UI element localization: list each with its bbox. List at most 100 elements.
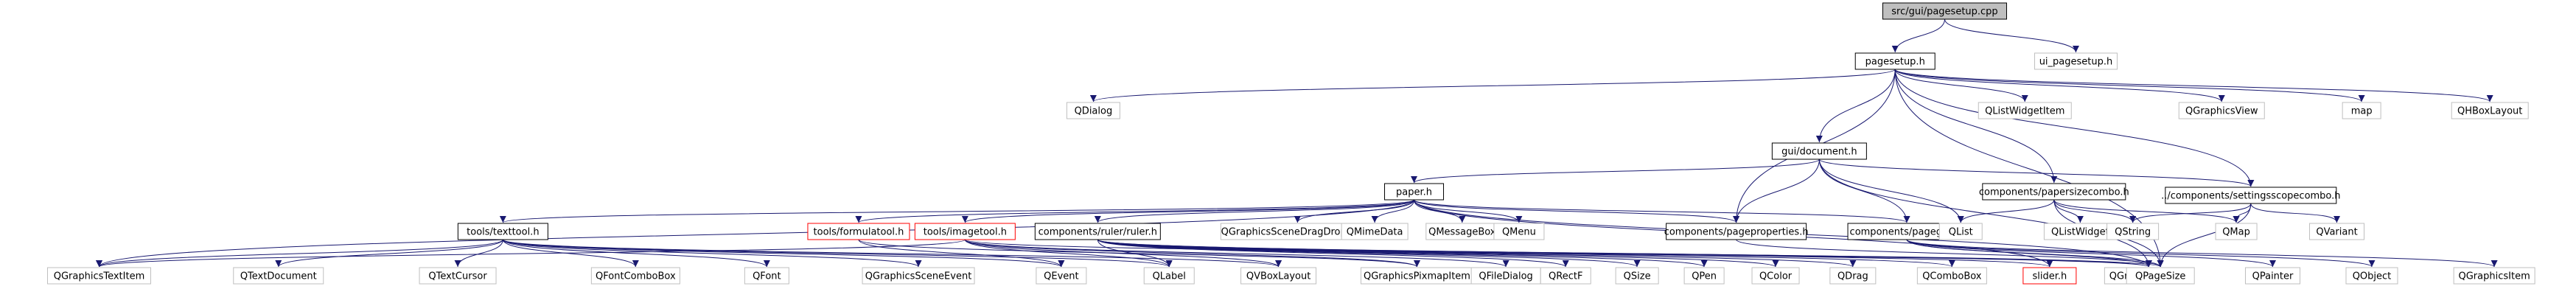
node-label: tools/texttool.h <box>467 227 539 238</box>
edge-src-gui-pagesetup-cpp-to-pagesetup-h <box>1891 18 1945 53</box>
node-label: QHBoxLayout <box>2457 106 2522 117</box>
edge-tools-texttool-h-to-qtextdocument <box>275 239 503 268</box>
node-qgraphicsview: QGraphicsView <box>2178 102 2265 119</box>
node-components-settingsscopecombo-h[interactable]: ../components/settingsscopecombo.h <box>2161 187 2341 204</box>
node-label: QMimeData <box>1347 227 1403 238</box>
edge-tools-imagetool-h-to-qlabel <box>964 239 1173 268</box>
node-box <box>1882 2 2007 20</box>
edge-paper-h-to-qmessagebox <box>1414 199 1466 223</box>
node-box <box>2034 52 2118 70</box>
edge-components-ruler-ruler-h-to-qlabel <box>1097 239 1173 268</box>
node-label: QGraphicsItem <box>2459 271 2530 282</box>
node-box <box>1683 267 1725 285</box>
node-qgraphicssceneevent: QGraphicsSceneEvent <box>862 267 975 285</box>
edge-tools-texttool-h-to-qgraphicstextitem <box>96 239 503 268</box>
edge-paper-h-to-components-pagegrid-h <box>1414 199 1910 223</box>
node-label: slider.h <box>2032 271 2067 282</box>
node-label: components/ruler/ruler.h <box>1039 227 1157 238</box>
node-label: QVariant <box>2316 227 2357 238</box>
node-box <box>2215 223 2258 240</box>
node-label: QMessageBox <box>1428 227 1496 238</box>
node-label: QPen <box>1692 271 1717 282</box>
edge-components-pagegrid-h-to-qobject <box>1906 239 2376 268</box>
node-qfont: QFont <box>744 267 789 285</box>
node-box <box>914 223 1016 240</box>
node-box <box>1666 223 1807 240</box>
node-box <box>46 267 151 285</box>
node-gui-document-h[interactable]: gui/document.h <box>1771 142 1867 160</box>
node-box <box>1034 223 1161 240</box>
node-label: QDrag <box>1837 271 1868 282</box>
node-box <box>1854 52 1936 70</box>
edge-components-pageproperties-h-to-qpagesize <box>1736 239 2164 268</box>
node-label: tools/imagetool.h <box>924 227 1007 238</box>
node-components-papersizecombo-h[interactable]: components/papersizecombo.h <box>1979 183 2129 201</box>
edge-pagesetup-h-to-components-papersizecombo-h <box>1894 69 2058 184</box>
node-box <box>419 267 497 285</box>
node-qevent: QEvent <box>1036 267 1087 285</box>
node-pagesetup-h[interactable]: pagesetup.h <box>1854 52 1936 70</box>
edge-tools-imagetool-h-to-qvboxlayout <box>964 239 1282 268</box>
node-tools-texttool-h[interactable]: tools/texttool.h <box>457 223 548 240</box>
node-components-ruler-ruler-h[interactable]: components/ruler/ruler.h <box>1034 223 1161 240</box>
edge-components-settingsscopecombo-h-to-qstring <box>2129 203 2252 223</box>
edge-pagesetup-h-to-qgraphicsview <box>1894 69 2225 102</box>
node-qgraphicsitem: QGraphicsItem <box>2453 267 2535 285</box>
edge-tools-imagetool-h-to-qfiledialog <box>964 239 1509 268</box>
edge-gui-document-h-to-components-settingsscopecombo-h <box>1818 159 2255 187</box>
node-qmimedata: QMimeData <box>1341 223 1409 240</box>
node-src-gui-pagesetup-cpp[interactable]: src/gui/pagesetup.cpp <box>1882 2 2007 20</box>
edge-tools-imagetool-h-to-qgraphicstextitem <box>96 239 966 268</box>
edge-paper-h-to-components-ruler-ruler-h <box>1095 199 1415 223</box>
edge-tools-texttool-h-to-qvboxlayout <box>502 239 1282 268</box>
node-qdrag: QDrag <box>1829 267 1877 285</box>
edge-components-pagegrid-h-to-qgraphicsitem <box>1906 239 2498 268</box>
node-qstring: QString <box>2106 223 2160 240</box>
node-components-pageproperties-h[interactable]: components/pageproperties.h <box>1664 223 1809 240</box>
edge-pagesetup-h-to-qhboxlayout <box>1894 69 2493 102</box>
node-tools-imagetool-h[interactable]: tools/imagetool.h <box>914 223 1016 240</box>
node-label: QVBoxLayout <box>1246 271 1310 282</box>
node-label: pagesetup.h <box>1865 57 1925 68</box>
node-label: QMenu <box>1502 227 1536 238</box>
node-box <box>1916 267 1987 285</box>
node-paper-h[interactable]: paper.h <box>1384 183 1445 201</box>
node-qlabel: QLabel <box>1143 267 1195 285</box>
edge-tools-texttool-h-to-qfontcombobox <box>502 239 639 268</box>
node-box <box>2022 267 2077 285</box>
node-box <box>1751 267 1800 285</box>
node-box <box>1384 183 1445 201</box>
node-components-pagegrid-h[interactable]: components/pagegrid.h <box>1847 223 1966 240</box>
node-slider-h[interactable]: slider.h <box>2022 267 2077 285</box>
node-qlist: QList <box>1938 223 1983 240</box>
node-label: QPainter <box>2252 271 2294 282</box>
node-label: QGraphicsView <box>2185 106 2258 117</box>
node-label: tools/formulatool.h <box>814 227 904 238</box>
node-label: ui_pagesetup.h <box>2039 57 2113 68</box>
edge-pagesetup-h-to-gui-document-h <box>1815 69 1896 143</box>
edge-tools-imagetool-h-to-qgraphicspixmapitem <box>964 239 1420 268</box>
node-box <box>2451 102 2529 119</box>
node-label: QEvent <box>1044 271 1078 282</box>
node-qvariant: QVariant <box>2309 223 2365 240</box>
node-box <box>1036 267 1087 285</box>
edge-src-gui-pagesetup-cpp-to-ui-pagesetup-h <box>1944 18 2079 53</box>
node-label: components/pageproperties.h <box>1664 227 1809 238</box>
node-tools-formulatool-h[interactable]: tools/formulatool.h <box>807 223 910 240</box>
edge-paper-h-to-tools-imagetool-h <box>962 199 1415 223</box>
node-label: paper.h <box>1396 187 1432 198</box>
node-label: QFontComboBox <box>596 271 676 282</box>
node-qcombobox: QComboBox <box>1916 267 1987 285</box>
edge-tools-texttool-h-to-qgraphicssceneevent <box>502 239 922 268</box>
node-qlistwidgetitem: QListWidgetItem <box>1978 102 2072 119</box>
edge-components-pagegrid-h-to-qpainter <box>1906 239 2276 268</box>
node-box <box>457 223 548 240</box>
node-qmap: QMap <box>2215 223 2258 240</box>
node-qgraphicstextitem: QGraphicsTextItem <box>46 267 151 285</box>
node-label: components/pagegrid.h <box>1850 227 1964 238</box>
node-box <box>2165 187 2337 204</box>
node-label: QComboBox <box>1922 271 1982 282</box>
node-qtextdocument: QTextDocument <box>233 267 324 285</box>
edge-paper-h-to-tools-texttool-h <box>500 199 1415 223</box>
